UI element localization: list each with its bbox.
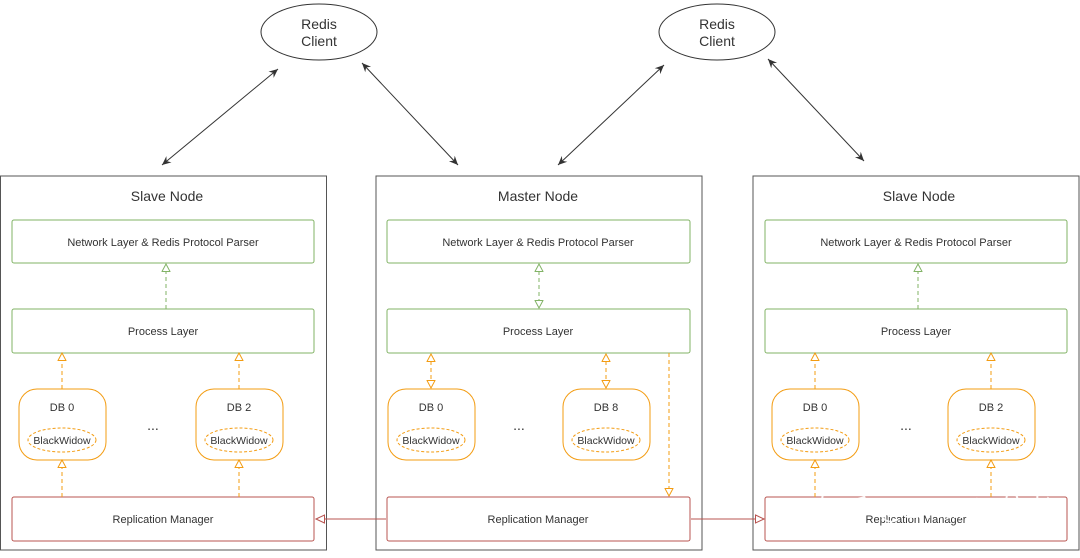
db-ellipsis: ... bbox=[147, 417, 159, 433]
node-title: Master Node bbox=[498, 188, 578, 204]
blackwidow-label: BlackWidow bbox=[402, 435, 460, 447]
client-arrow bbox=[161, 68, 279, 166]
db-ellipsis: ... bbox=[513, 417, 525, 433]
network-layer-label: Network Layer & Redis Protocol Parser bbox=[442, 237, 634, 249]
db-label: DB 0 bbox=[419, 402, 443, 414]
process-layer-box bbox=[386, 308, 691, 354]
network-layer-label: Network Layer & Redis Protocol Parser bbox=[820, 237, 1012, 249]
client-arrow bbox=[361, 62, 459, 166]
blackwidow-engine bbox=[571, 427, 641, 453]
replication-manager-label: Replication Manager bbox=[488, 514, 589, 526]
blackwidow-engine bbox=[27, 427, 97, 453]
db-label: DB 2 bbox=[979, 402, 1003, 414]
db-label: DB 0 bbox=[50, 402, 74, 414]
blackwidow-engine bbox=[204, 427, 274, 453]
process-layer-box bbox=[764, 308, 1068, 354]
db-label: DB 2 bbox=[227, 402, 251, 414]
blackwidow-label: BlackWidow bbox=[962, 435, 1020, 447]
client-arrow bbox=[557, 64, 665, 166]
master-node: Master Node Network Layer & Redis Protoc… bbox=[375, 175, 703, 551]
db-label: DB 8 bbox=[594, 402, 618, 414]
db-ellipsis: ... bbox=[900, 417, 912, 433]
replication-manager-box bbox=[11, 496, 315, 542]
blackwidow-engine bbox=[956, 427, 1026, 453]
watermark-text: 知乎 @Linux远航者 bbox=[818, 495, 1052, 525]
replication-manager-box bbox=[386, 496, 691, 542]
client-label-line1: Redis bbox=[301, 16, 337, 32]
node-title: Slave Node bbox=[883, 188, 956, 204]
blackwidow-engine bbox=[780, 427, 850, 453]
process-layer-box bbox=[11, 308, 315, 354]
blackwidow-label: BlackWidow bbox=[33, 435, 91, 447]
process-layer-label: Process Layer bbox=[503, 326, 574, 338]
redis-client-right: Redis Client bbox=[658, 3, 776, 61]
replication-manager-label: Replication Manager bbox=[113, 514, 214, 526]
client-label-line2: Client bbox=[301, 33, 337, 49]
process-layer-label: Process Layer bbox=[881, 326, 952, 338]
client-label-line1: Redis bbox=[699, 16, 735, 32]
node-title: Slave Node bbox=[131, 188, 204, 204]
redis-client-left: Redis Client bbox=[260, 3, 378, 61]
network-layer-label: Network Layer & Redis Protocol Parser bbox=[67, 237, 259, 249]
slave-node-left: Slave Node Network Layer & Redis Protoco… bbox=[0, 175, 327, 551]
client-label-line2: Client bbox=[699, 33, 735, 49]
blackwidow-engine bbox=[396, 427, 466, 453]
db-label: DB 0 bbox=[803, 402, 827, 414]
blackwidow-label: BlackWidow bbox=[786, 435, 844, 447]
slave-node-right: Slave Node Network Layer & Redis Protoco… bbox=[752, 175, 1080, 551]
replication-manager-box bbox=[764, 496, 1068, 542]
blackwidow-label: BlackWidow bbox=[577, 435, 635, 447]
client-connections bbox=[161, 58, 865, 166]
process-layer-label: Process Layer bbox=[128, 326, 199, 338]
blackwidow-label: BlackWidow bbox=[210, 435, 268, 447]
client-arrow bbox=[767, 58, 865, 162]
replication-manager-label: Replication Manager bbox=[866, 514, 967, 526]
